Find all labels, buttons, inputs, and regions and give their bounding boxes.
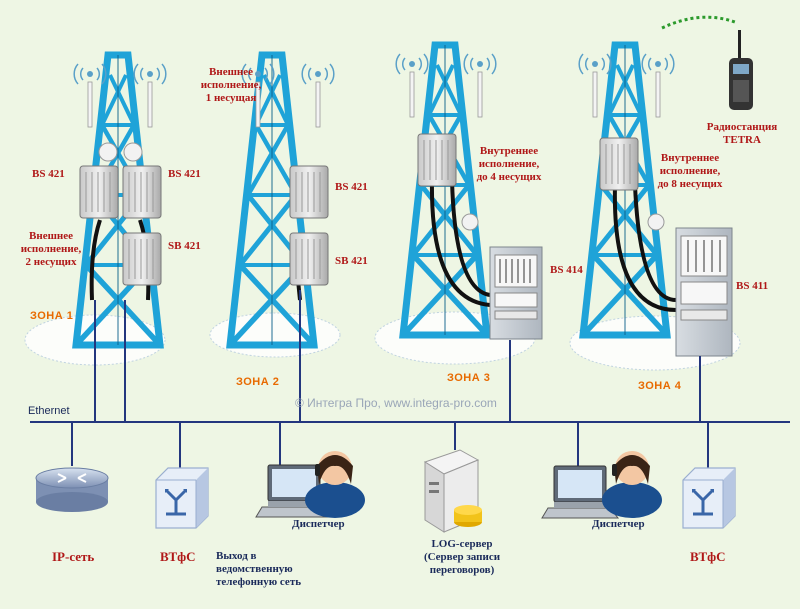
dispatcher-label-2: Диспетчер xyxy=(592,518,645,530)
sb421-tower2-label: SB 421 xyxy=(335,255,368,267)
bs414-remote-unit xyxy=(417,133,457,187)
bs421-right-label: BS 421 xyxy=(168,168,201,180)
watermark: © Интегра Про, www.integra-pro.com xyxy=(295,396,497,410)
zone-2-label: ЗОНА 2 xyxy=(236,376,280,388)
zone-4-label: ЗОНА 4 xyxy=(638,380,682,392)
log-server-icon xyxy=(423,449,482,533)
antenna-icon xyxy=(463,53,497,118)
gps-dome-icon xyxy=(123,142,143,162)
dispatcher-avatar xyxy=(602,451,662,518)
bs414-label: BS 414 xyxy=(550,264,583,276)
zone-1-label: ЗОНА 1 xyxy=(30,310,74,322)
antenna-icon xyxy=(641,53,675,118)
ip-network-label: IP-сеть xyxy=(52,549,95,564)
vtfs-right-label: ВТфС xyxy=(690,549,726,564)
sb421-left-label: SB 421 xyxy=(168,240,201,252)
tower-3 xyxy=(403,45,487,335)
ethernet-bus xyxy=(30,290,790,474)
bs421-tower2-label: BS 421 xyxy=(335,181,368,193)
sb421-unit-tower2 xyxy=(289,232,329,286)
bs421-unit-tower2 xyxy=(289,165,329,219)
bs411-rack xyxy=(675,227,733,357)
bs421-unit-right xyxy=(122,165,162,219)
bs421-unit-left xyxy=(79,165,119,219)
gps-dome-icon xyxy=(461,213,479,231)
dispatcher-label-1: Диспетчер xyxy=(292,518,345,530)
bs414-rack xyxy=(489,246,543,340)
sb421-unit-left xyxy=(122,232,162,286)
vtfs-gateway-icon xyxy=(681,466,737,530)
vtfs-left-label: ВТфС xyxy=(160,549,196,564)
ethernet-label: Ethernet xyxy=(28,405,70,417)
zone-3-label: ЗОНА 3 xyxy=(447,372,491,384)
gps-dome-icon xyxy=(647,213,665,231)
zone-ellipses xyxy=(24,311,741,371)
bs411-label: BS 411 xyxy=(736,280,769,292)
bs421-left-label: BS 421 xyxy=(32,168,65,180)
tetra-radio-icon xyxy=(661,15,753,110)
bs411-remote-unit xyxy=(599,137,639,191)
antenna-icon xyxy=(301,63,335,128)
vtfs-gateway-icon xyxy=(154,466,210,530)
gps-dome-icon xyxy=(98,142,118,162)
antenna-icon xyxy=(133,63,167,128)
ip-router-icon xyxy=(35,467,109,512)
antenna-icon xyxy=(395,53,429,118)
